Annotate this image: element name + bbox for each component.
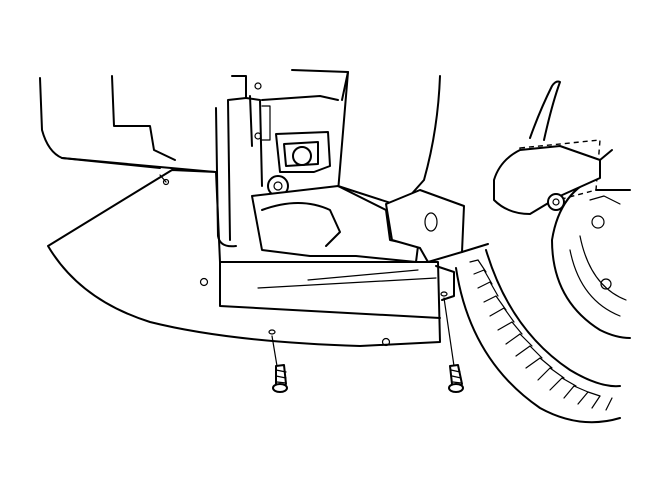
tire-icon bbox=[455, 175, 631, 424]
screw-icon bbox=[271, 335, 288, 393]
control-arm bbox=[493, 80, 631, 215]
lower-bracket bbox=[251, 185, 489, 263]
body-panel bbox=[39, 75, 216, 173]
mount-bushing bbox=[267, 131, 331, 197]
shield-flange bbox=[199, 261, 455, 347]
splash-shield bbox=[47, 169, 441, 347]
frame-rail bbox=[215, 69, 441, 248]
screw-icon bbox=[443, 297, 464, 393]
